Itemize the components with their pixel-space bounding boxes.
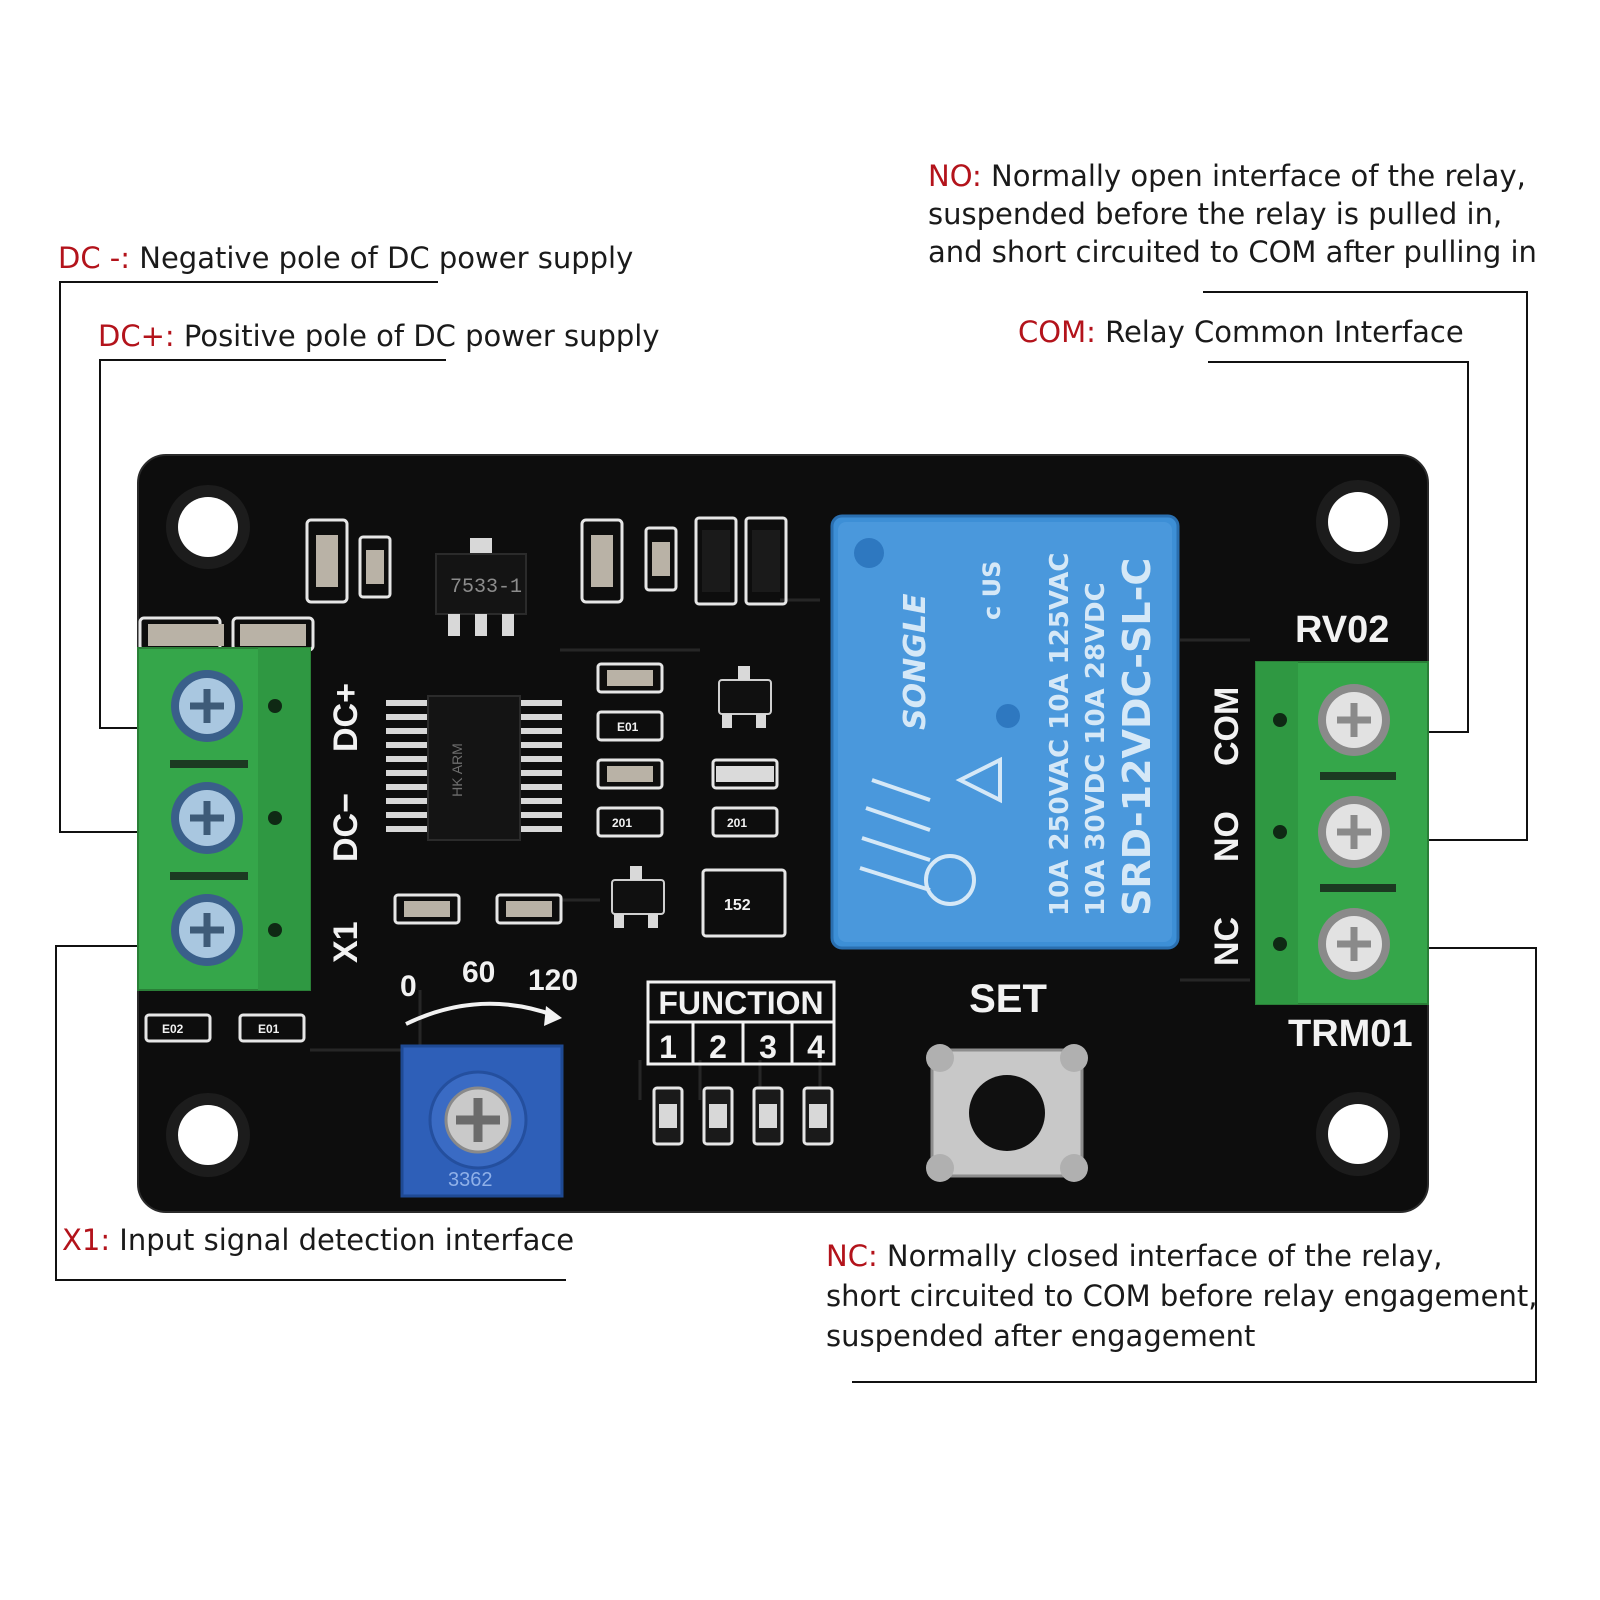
relay-brand: SONGLE [898, 593, 933, 730]
x1-annotation: X1: Input signal detection interface [62, 1223, 574, 1257]
smd-components: E01 201 201 E02 E01 152 [138, 516, 788, 1043]
x1-leader [55, 945, 566, 1281]
resistor-code: 201 [727, 816, 747, 830]
input-terminal-block [137, 647, 311, 991]
mcu-pin [386, 742, 428, 748]
nc-leader [852, 947, 1537, 1383]
timing-potentiometer[interactable]: 0 60 120 3362 [400, 956, 578, 1198]
dc-plus-annotation: DC+: Positive pole of DC power supply [98, 319, 660, 353]
mcu-pin [386, 770, 428, 776]
mcu-pin [520, 714, 562, 720]
voltage-regulator: 7533-1 [435, 538, 527, 636]
com-silk-label: COM [1208, 687, 1246, 766]
rv02-label: RV02 [1295, 609, 1389, 651]
mcu-pin [520, 728, 562, 734]
function-label: FUNCTION [658, 985, 823, 1021]
mcu-pin [520, 812, 562, 818]
mcu-pin [520, 742, 562, 748]
mcu-pin [520, 770, 562, 776]
no-leader [1203, 291, 1528, 841]
mcu-pin [386, 784, 428, 790]
resistor-code: 152 [724, 897, 751, 914]
relay-terminal-block [1255, 661, 1429, 1005]
pot-scale-120: 120 [528, 964, 578, 997]
resistor-code: E02 [162, 1022, 184, 1036]
dc-plus-silk-label: DC+ [327, 683, 365, 752]
pot-arrowhead [544, 1006, 562, 1026]
relay-logo-icon [859, 756, 1002, 906]
mounting-hole [1328, 1104, 1388, 1164]
terminal-screw-dc-plus[interactable] [171, 670, 243, 742]
function-number-3: 3 [759, 1029, 777, 1065]
relay-markings: SONGLE 10A 250VAC 10A 125VAC 10A 30VDC 1… [898, 553, 1159, 916]
function-number-2: 2 [709, 1029, 727, 1065]
relay-model: SRD-12VDC-SL-C [1115, 558, 1159, 916]
set-button[interactable] [926, 1044, 1088, 1182]
mcu-pin [386, 700, 428, 706]
resistor-code: E01 [617, 720, 639, 734]
pot-scale-60: 60 [462, 956, 495, 989]
nc-annotation-line2: short circuited to COM before relay enga… [826, 1279, 1538, 1313]
relay: SONGLE 10A 250VAC 10A 125VAC 10A 30VDC 1… [830, 514, 1180, 950]
mcu-pin [520, 756, 562, 762]
terminal-screw-com[interactable] [1318, 684, 1390, 756]
terminal-screw-x1[interactable] [171, 894, 243, 966]
function-leds [652, 1086, 834, 1146]
trm01-label: TRM01 [1288, 1013, 1413, 1055]
no-silk-label: NO [1208, 811, 1246, 862]
mounting-hole [178, 1105, 238, 1165]
mcu-label: HK ARM [449, 743, 465, 797]
nc-annotation-line3: suspended after engagement [826, 1319, 1255, 1353]
relay-rating-1: 10A 250VAC 10A 125VAC [1045, 553, 1075, 916]
terminal-screw-nc[interactable] [1318, 908, 1390, 980]
terminal-screw-no[interactable] [1318, 796, 1390, 868]
mcu-pin [386, 812, 428, 818]
mcu-pin [386, 714, 428, 720]
resistor-code: E01 [258, 1022, 280, 1036]
dc-minus-annotation: DC -: Negative pole of DC power supply [58, 241, 633, 275]
no-annotation-line1: NO: Normally open interface of the relay… [928, 159, 1526, 193]
resistor-code: 201 [612, 816, 632, 830]
mcu-pin [386, 826, 428, 832]
no-annotation-line2: suspended before the relay is pulled in, [928, 197, 1502, 231]
mcu-pin [386, 728, 428, 734]
mcu-pin [520, 784, 562, 790]
mcu-pin [386, 756, 428, 762]
relay-cert: c US [978, 561, 1006, 620]
function-number-4: 4 [807, 1029, 825, 1065]
function-number-1: 1 [659, 1029, 677, 1065]
mcu-pin [386, 798, 428, 804]
mcu-pin [520, 826, 562, 832]
nc-silk-label: NC [1208, 917, 1246, 966]
relay-rating-2: 10A 30VDC 10A 28VDC [1081, 582, 1111, 916]
terminal-screw-dc-minus[interactable] [171, 782, 243, 854]
x1-silk-label: X1 [327, 921, 365, 963]
pot-part-label: 3362 [448, 1169, 493, 1191]
mounting-hole [1328, 492, 1388, 552]
pot-arc-arrow [405, 1001, 557, 1026]
regulator-label: 7533-1 [450, 576, 522, 599]
dc-minus-leader [59, 281, 438, 833]
function-selector: FUNCTION 1 2 3 4 [646, 980, 836, 1066]
pot-scale-0: 0 [400, 970, 417, 1003]
mcu-pin [520, 798, 562, 804]
mcu-chip: HK ARM [386, 695, 562, 841]
dc-minus-silk-label: DC− [327, 793, 365, 862]
mcu-pin [520, 700, 562, 706]
com-annotation: COM: Relay Common Interface [1018, 315, 1464, 349]
set-label: SET [969, 977, 1047, 1021]
mounting-hole [178, 497, 238, 557]
no-annotation-line3: and short circuited to COM after pulling… [928, 235, 1537, 269]
nc-annotation-line1: NC: Normally closed interface of the rel… [826, 1239, 1443, 1273]
